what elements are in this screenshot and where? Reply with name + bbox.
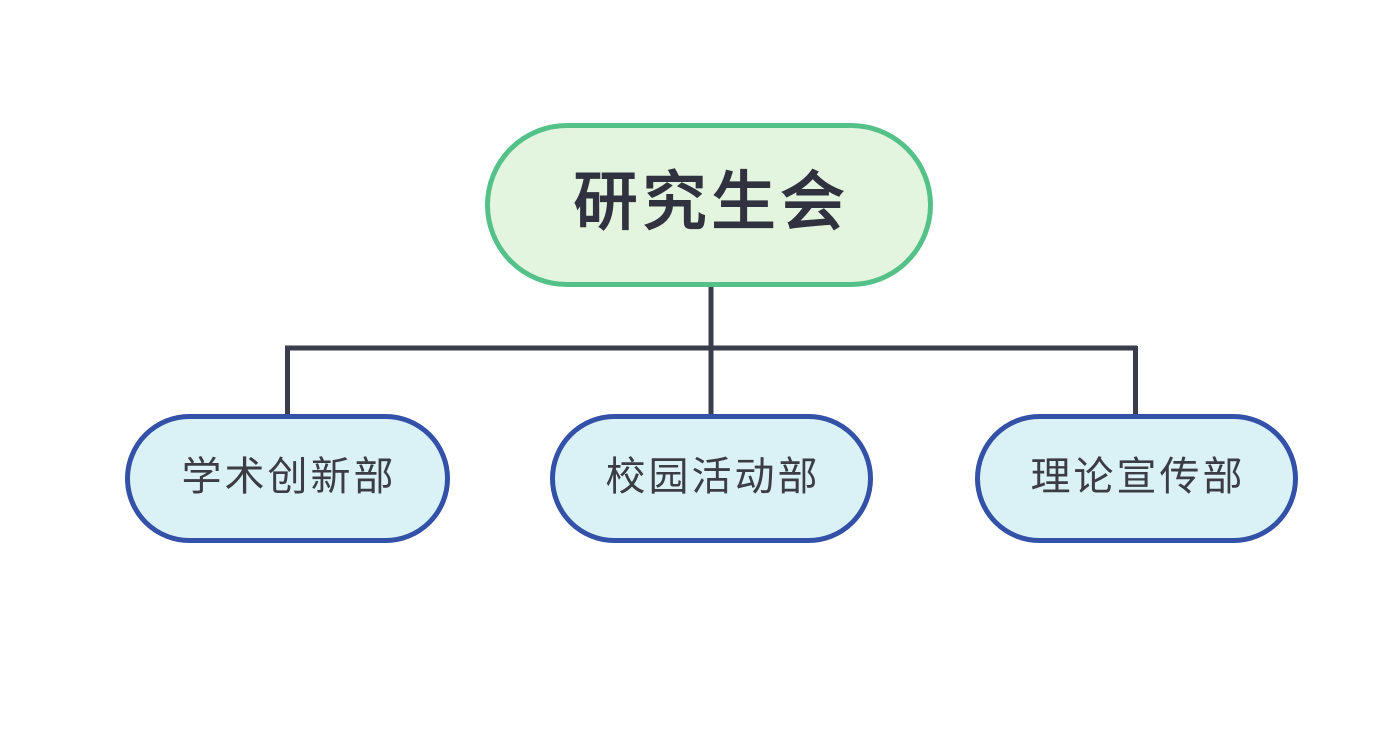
root-node: 研究生会	[485, 123, 933, 287]
department-node-academic-innovation: 学术创新部	[125, 414, 450, 543]
department-node-theory-publicity: 理论宣传部	[975, 414, 1298, 543]
department-node-label: 学术创新部	[181, 453, 397, 500]
department-node-campus-activities: 校园活动部	[550, 414, 873, 543]
department-node-label: 理论宣传部	[1030, 453, 1246, 500]
root-node-label: 研究生会	[573, 165, 850, 240]
department-node-label: 校园活动部	[605, 453, 821, 500]
